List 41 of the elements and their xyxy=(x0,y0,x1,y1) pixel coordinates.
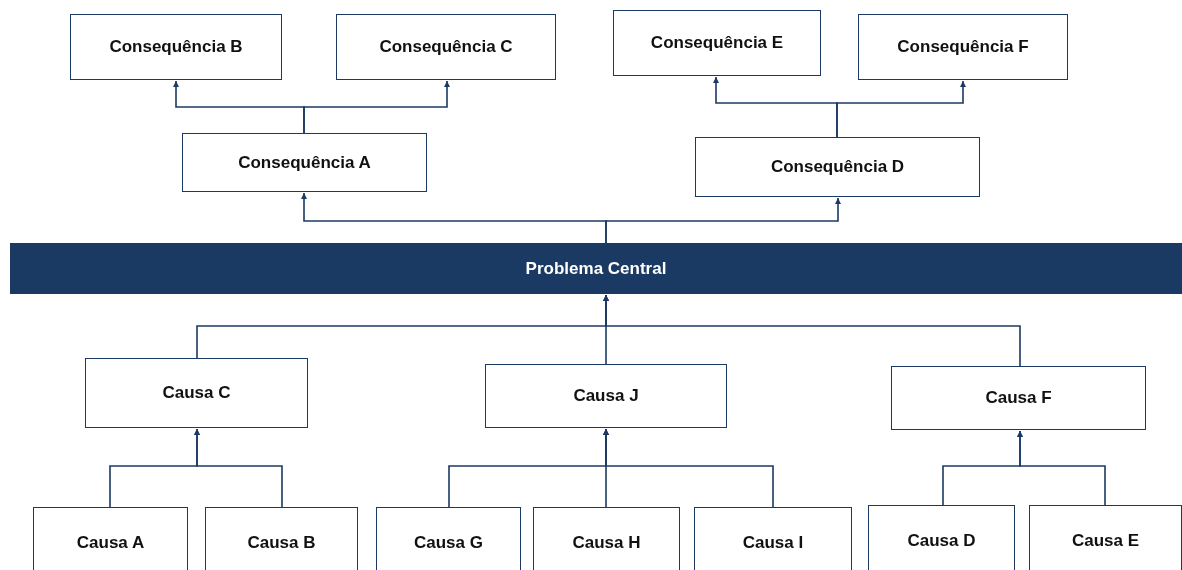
process-box xyxy=(33,507,188,570)
process-box xyxy=(85,358,308,428)
process-box xyxy=(695,137,980,197)
process-box xyxy=(182,133,427,192)
process-box xyxy=(336,14,556,80)
process-box xyxy=(694,507,852,570)
process-box xyxy=(205,507,358,570)
box-label: Problema Central xyxy=(525,258,667,279)
box-label: Causa E xyxy=(1071,530,1140,551)
connector-arrow xyxy=(194,428,283,508)
box-label: Consequência E xyxy=(650,33,784,53)
box-label: Causa G xyxy=(414,532,483,553)
box-label: Causa D xyxy=(907,530,976,551)
connector-arrow xyxy=(603,428,774,508)
process-box xyxy=(485,364,727,428)
box-label: Causa A xyxy=(76,532,145,553)
process-box xyxy=(613,10,821,76)
process-box xyxy=(376,507,521,570)
process-box xyxy=(868,505,1015,570)
process-box xyxy=(1029,505,1182,570)
process-box xyxy=(891,366,1146,430)
process-box xyxy=(70,14,282,80)
box-label: Consequência B xyxy=(109,37,243,57)
central-problem-band xyxy=(10,243,1182,294)
connector-arrow xyxy=(303,80,450,134)
box-label: Consequência F xyxy=(897,37,1029,57)
box-label: Consequência A xyxy=(238,152,371,173)
box-label: Causa I xyxy=(742,532,804,553)
box-label: Causa H xyxy=(572,532,641,553)
box-label: Causa F xyxy=(985,388,1052,408)
connector-arrow xyxy=(836,80,966,138)
box-label: Causa C xyxy=(162,383,231,403)
process-box xyxy=(533,507,680,570)
box-label: Consequência C xyxy=(379,37,513,57)
box-label: Consequência D xyxy=(770,157,905,177)
connector-arrow xyxy=(605,197,841,244)
connector-arrow xyxy=(603,294,1021,367)
connector-arrow xyxy=(1017,430,1106,506)
box-label: Causa B xyxy=(247,532,316,553)
process-box xyxy=(858,14,1068,80)
box-label: Causa J xyxy=(573,386,639,406)
